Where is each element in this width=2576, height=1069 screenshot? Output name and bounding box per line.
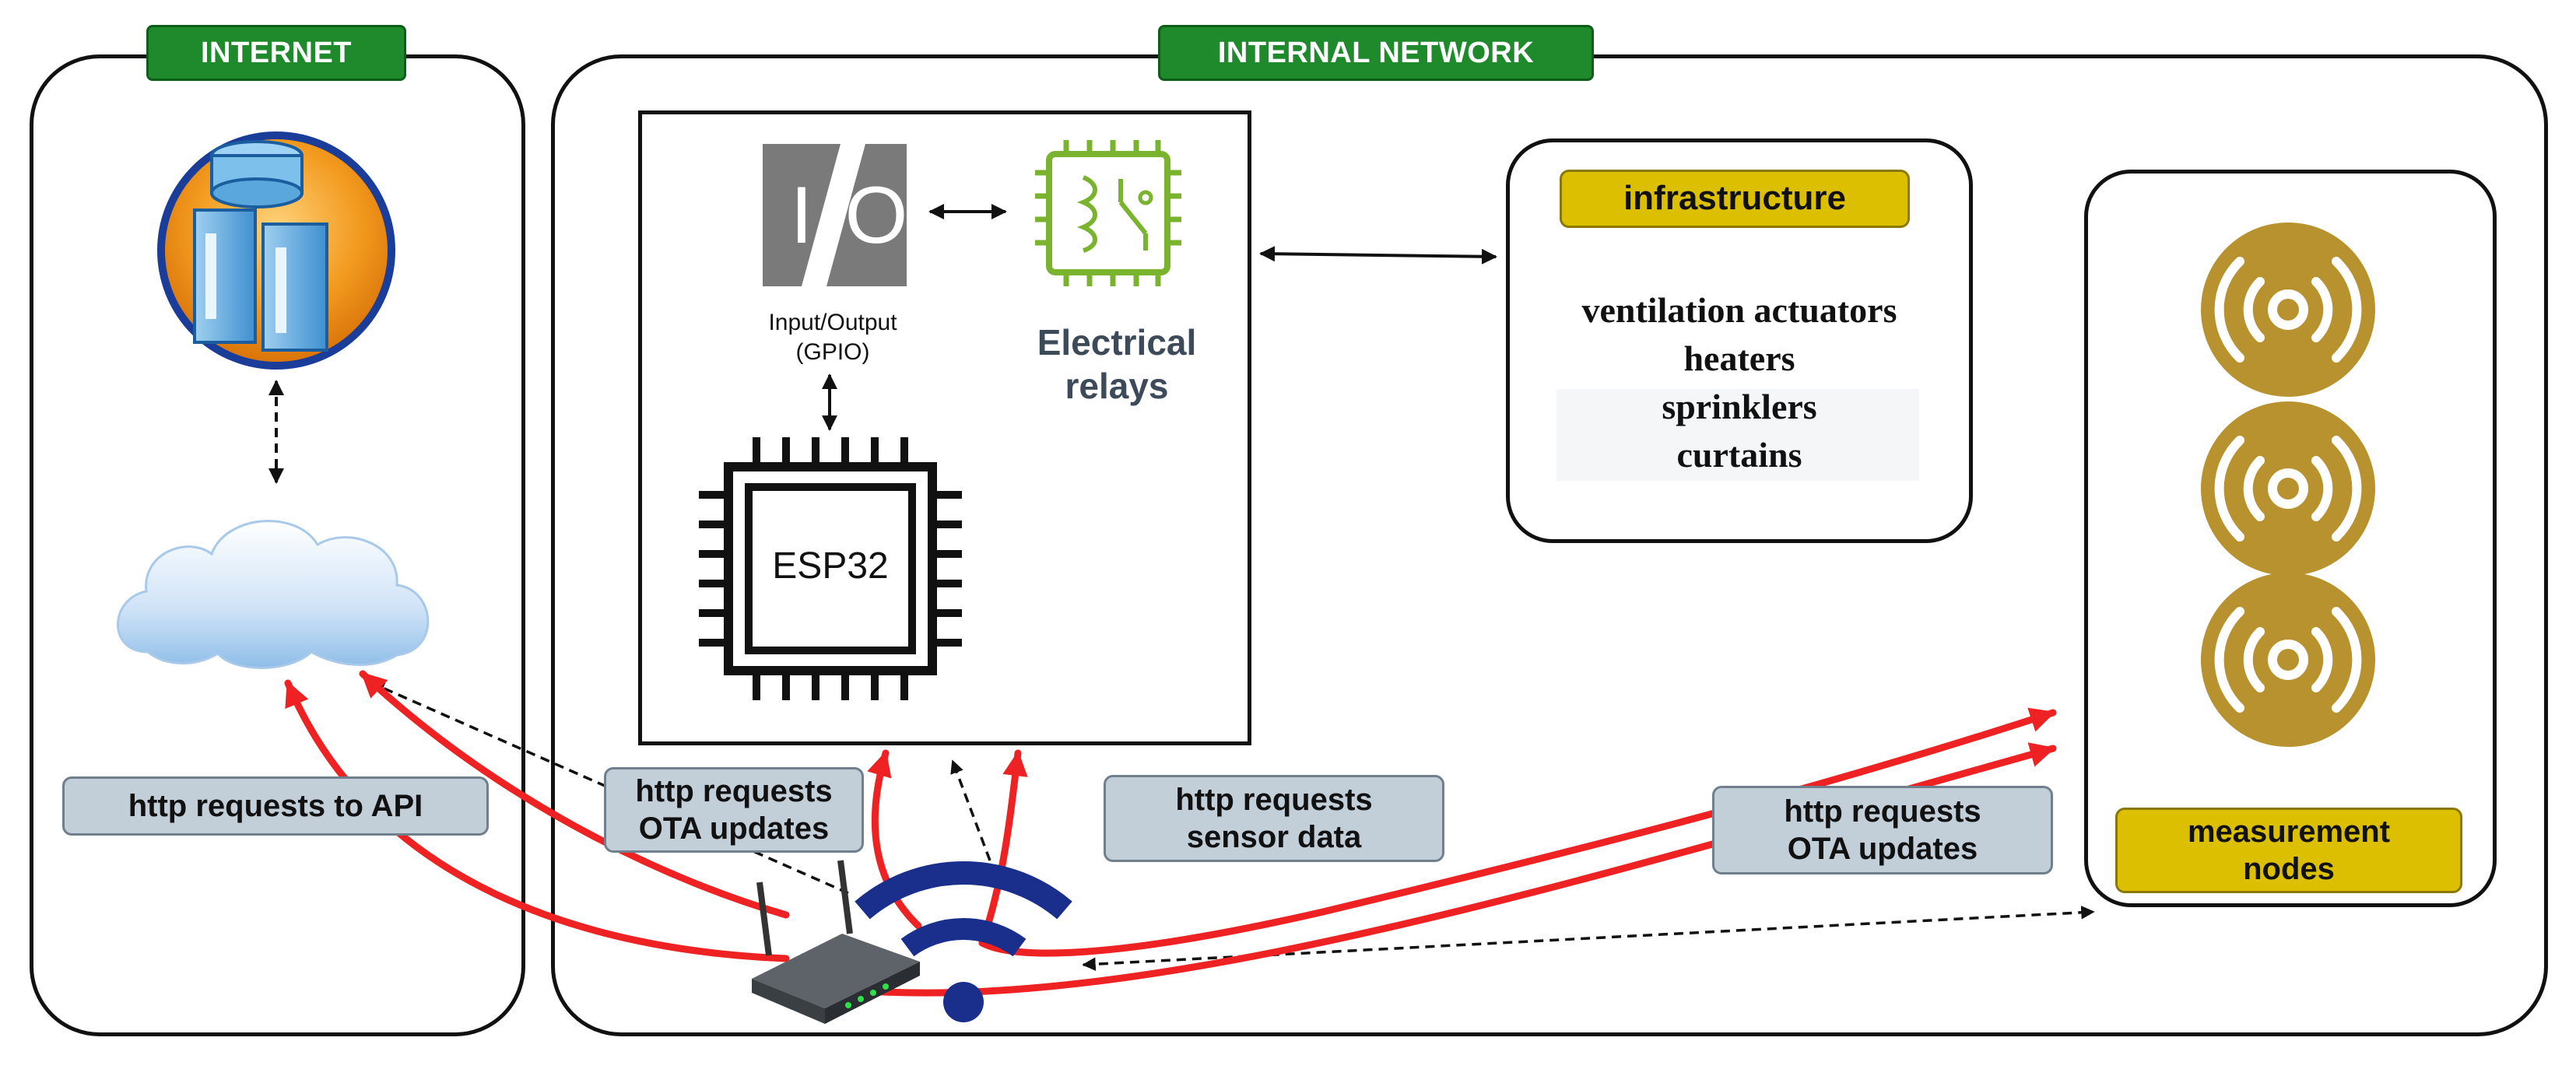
router-icon	[752, 860, 920, 1024]
ota-left-label: http requests OTA updates	[604, 767, 864, 853]
relays-label: Electrical relays	[1037, 322, 1197, 406]
sensor-node-icon	[2201, 223, 2375, 397]
infrastructure-title: infrastructure	[1560, 170, 1910, 228]
ota-right-label: http requests OTA updates	[1712, 786, 2053, 874]
sensor-node-icon	[2201, 401, 2375, 576]
svg-text:I: I	[791, 170, 813, 261]
infrastructure-item: ventilation actuators	[1581, 290, 1897, 330]
sensor-node-icon	[2201, 573, 2375, 747]
cloud-icon	[117, 520, 430, 669]
io-icon: I O	[763, 144, 907, 286]
svg-text:O: O	[845, 170, 908, 261]
sensor-data-label: http requests sensor data	[1104, 775, 1444, 862]
internal-network-tag: INTERNAL NETWORK	[1158, 25, 1594, 81]
infrastructure-item: curtains	[1676, 435, 1802, 475]
io-label: Input/Output (GPIO)	[768, 310, 897, 365]
internet-tag: INTERNET	[146, 25, 406, 81]
server-database-icon	[157, 131, 395, 370]
esp32-chip-icon	[699, 437, 962, 700]
infrastructure-item: sprinklers	[1662, 387, 1817, 426]
infrastructure-item: heaters	[1683, 338, 1795, 378]
esp32-label: ESP32	[772, 545, 889, 587]
dashed-links	[370, 682, 2095, 971]
relay-chip-icon	[1035, 140, 1181, 286]
wifi-icon	[855, 861, 1072, 1022]
infrastructure-items-bg	[1556, 389, 1919, 481]
measurement-nodes-title: measurement nodes	[2115, 808, 2462, 893]
api-requests-label: http requests to API	[62, 776, 489, 836]
infrastructure-list: ventilation actuators heaters sprinklers…	[1525, 286, 1953, 479]
